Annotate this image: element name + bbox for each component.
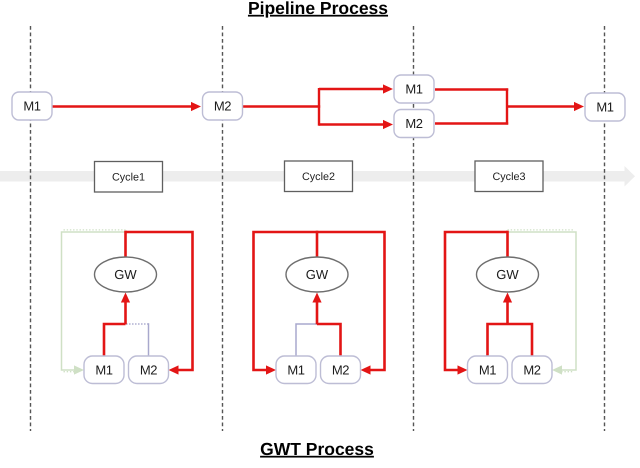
svg-text:GW: GW [496,267,519,282]
svg-text:GW: GW [306,267,329,282]
svg-text:M2: M2 [140,362,157,377]
svg-text:Cycle3: Cycle3 [492,171,525,183]
svg-text:M1: M1 [287,362,304,377]
svg-text:M1: M1 [405,82,422,97]
svg-text:M2: M2 [332,362,349,377]
svg-text:GWT Process: GWT Process [260,439,374,459]
svg-text:M1: M1 [596,100,613,115]
svg-text:Pipeline Process: Pipeline Process [248,0,388,18]
svg-text:M2: M2 [523,362,540,377]
svg-text:M2: M2 [405,116,422,131]
svg-text:GW: GW [114,267,137,282]
svg-text:M2: M2 [214,99,231,114]
svg-text:Cycle2: Cycle2 [302,171,335,183]
svg-text:M1: M1 [479,362,496,377]
svg-text:Cycle1: Cycle1 [112,172,145,184]
svg-text:M1: M1 [23,99,40,114]
svg-text:M1: M1 [95,362,112,377]
